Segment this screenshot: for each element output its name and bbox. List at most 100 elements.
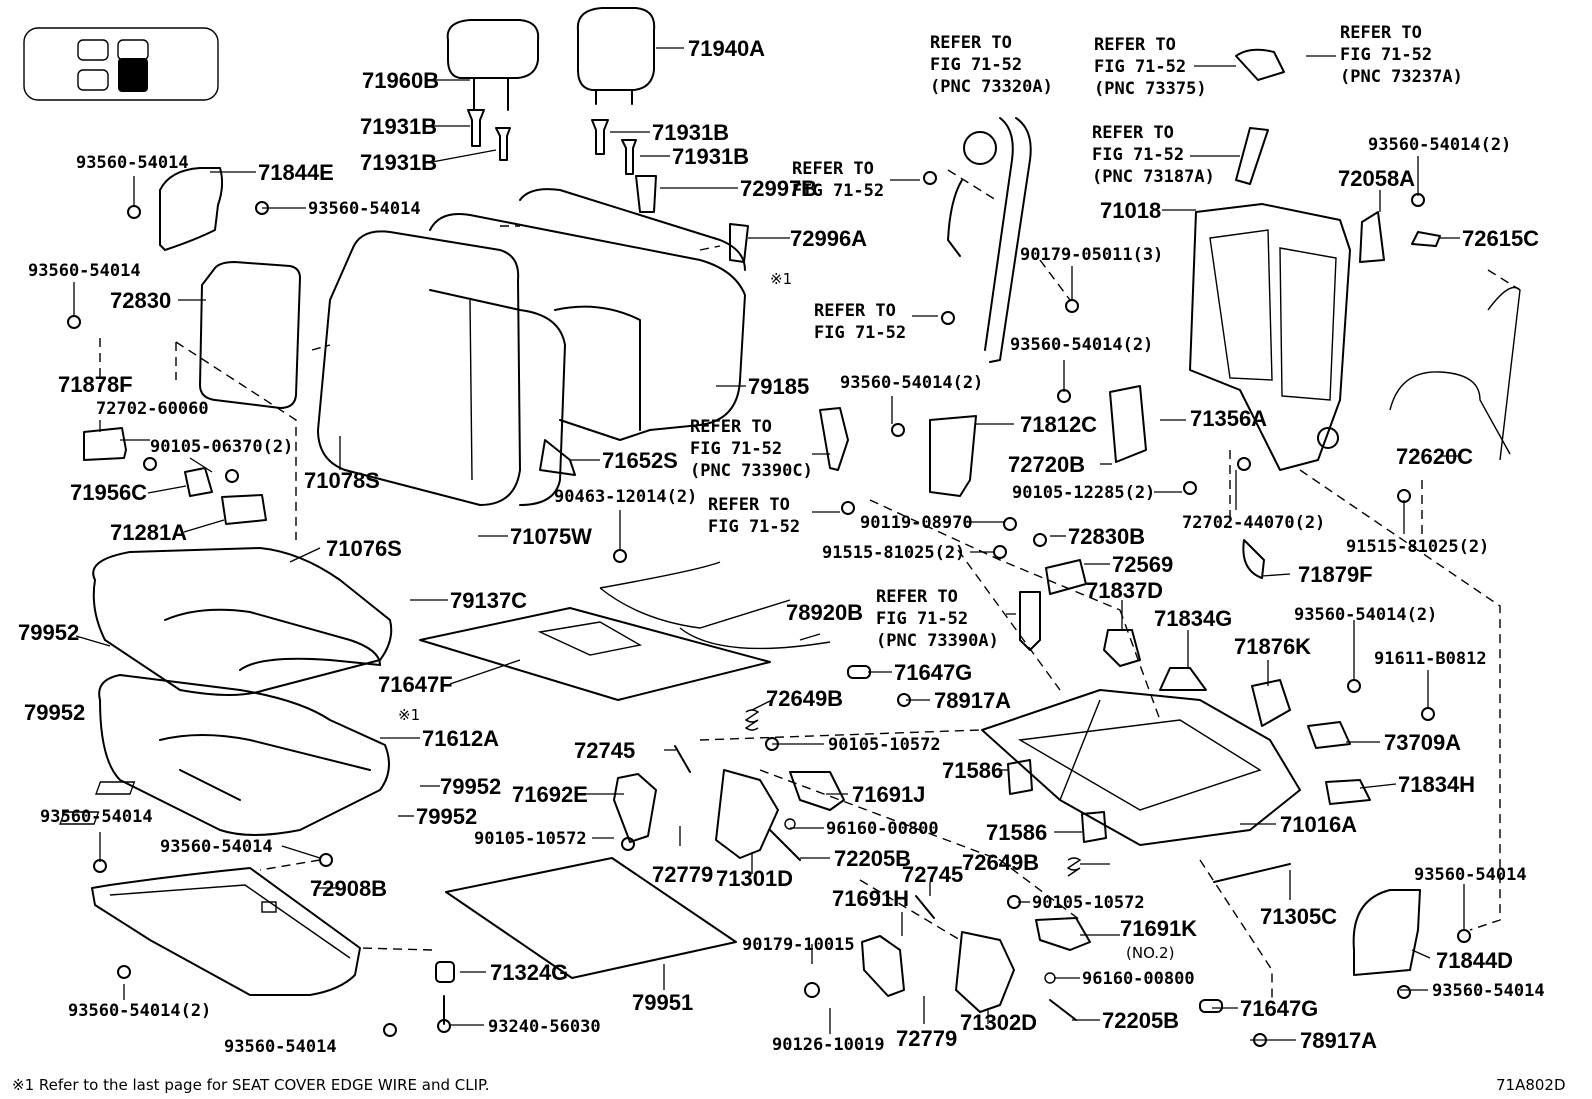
label-72745: 72745 bbox=[574, 738, 635, 763]
refer-to-label: REFER TO bbox=[1340, 23, 1422, 43]
headrest-71960b bbox=[446, 19, 540, 111]
label-71931b: 71931B bbox=[672, 144, 749, 169]
label-72996a: 72996A bbox=[790, 226, 867, 251]
refer-to-label: REFER TO bbox=[814, 301, 896, 321]
pins bbox=[674, 665, 1223, 1021]
refer-to-fig: FIG 71-52 bbox=[930, 55, 1022, 75]
refer-to-label: REFER TO bbox=[876, 587, 958, 607]
label-90463-12014: 90463-12014(2) bbox=[554, 487, 697, 507]
refer-to-label: REFER TO bbox=[1092, 123, 1174, 143]
label-93240-56030: 93240-56030 bbox=[488, 1017, 601, 1037]
hinge-71302d bbox=[955, 931, 1015, 1013]
label-71692e: 71692E bbox=[512, 782, 588, 807]
label-90105-10572: 90105-10572 bbox=[828, 735, 941, 755]
refer-to-fig: FIG 71-52 bbox=[1094, 57, 1186, 77]
brackets-misc bbox=[635, 48, 1441, 843]
refer-to-pnc: (PNC 73237A) bbox=[1340, 67, 1463, 87]
label-71305c: 71305C bbox=[1260, 904, 1337, 929]
label-71956c: 71956C bbox=[70, 480, 147, 505]
label-72649b: 72649B bbox=[962, 850, 1039, 875]
label-72205b: 72205B bbox=[1102, 1008, 1179, 1033]
refer-to-label: REFER TO bbox=[708, 495, 790, 515]
refer-to-pnc: (PNC 73320A) bbox=[930, 77, 1053, 97]
label-72702-60060: 72702-60060 bbox=[96, 399, 209, 419]
refer-to-pnc: (PNC 73375) bbox=[1094, 79, 1207, 99]
label-79185: 79185 bbox=[748, 374, 809, 399]
label-71960b: 71960B bbox=[362, 68, 439, 93]
label-90105-06370: 90105-06370(2) bbox=[150, 437, 293, 457]
hinge-71956c bbox=[184, 467, 213, 497]
seat-belt-assembly bbox=[947, 117, 1032, 363]
stopper-71324g bbox=[435, 961, 455, 1025]
label-91515-81025: 91515-81025(2) bbox=[1346, 537, 1489, 557]
label-71281a: 71281A bbox=[110, 520, 187, 545]
springs bbox=[744, 709, 1082, 877]
label-93560-54014: 93560-54014 bbox=[76, 153, 189, 173]
label-72908b: 72908B bbox=[310, 876, 387, 901]
label-90179-10015: 90179-10015 bbox=[742, 935, 855, 955]
label-93560-54014: 93560-54014 bbox=[28, 261, 141, 281]
label-71844d: 71844D bbox=[1436, 948, 1513, 973]
label-71652s: 71652S bbox=[602, 448, 678, 473]
hinge-71301d bbox=[715, 769, 779, 859]
label-93560-54014-2: 93560-54014(2) bbox=[1368, 135, 1511, 155]
label-71844e: 71844E bbox=[258, 160, 334, 185]
frame-72908b bbox=[91, 867, 361, 996]
cable-72620c bbox=[1389, 286, 1521, 461]
label-71834h: 71834H bbox=[1398, 772, 1475, 797]
refer-to-fig: FIG 71-52 bbox=[1340, 45, 1432, 65]
bracket-71691j bbox=[789, 771, 845, 811]
footnote: ※1 Refer to the last page for SEAT COVER… bbox=[12, 1076, 489, 1094]
mat-79951 bbox=[445, 857, 737, 979]
headrest-71940a bbox=[576, 7, 656, 105]
label-72702-44070: 72702-44070(2) bbox=[1182, 513, 1325, 533]
refer-to-fig: FIG 71-52 bbox=[690, 439, 782, 459]
seat-cushion-71076s bbox=[92, 547, 393, 696]
label-71647g: 71647G bbox=[894, 660, 972, 685]
fasteners bbox=[67, 171, 1471, 1047]
leader-lines bbox=[73, 47, 1465, 1041]
label-71691k: 71691K bbox=[1120, 916, 1197, 941]
refer-to-label: REFER TO bbox=[930, 33, 1012, 53]
label-pads-79952 bbox=[59, 781, 136, 825]
label-71324g: 71324G bbox=[490, 960, 568, 985]
label-71586: 71586 bbox=[942, 758, 1003, 783]
refer-to-fig: FIG 71-52 bbox=[708, 517, 800, 537]
hinge-71281a bbox=[221, 494, 267, 525]
label-96160-00800: 96160-00800 bbox=[826, 819, 939, 839]
label-79952: 79952 bbox=[416, 804, 477, 829]
refer-to-fig: FIG 71-52 bbox=[1092, 145, 1184, 165]
label-73709a: 73709A bbox=[1384, 730, 1461, 755]
label-71691j: 71691J bbox=[852, 782, 925, 807]
label-79952: 79952 bbox=[440, 774, 501, 799]
label-71612a: 71612A bbox=[422, 726, 499, 751]
label-71302d: 71302D bbox=[960, 1010, 1037, 1035]
seat-back-frame-small-71652s bbox=[539, 439, 576, 476]
label-71834g: 71834G bbox=[1154, 606, 1232, 631]
bracket-71878f bbox=[83, 427, 127, 461]
label-90126-10019: 90126-10019 bbox=[772, 1035, 885, 1055]
star-note-marker: ※1 bbox=[398, 706, 420, 724]
refer-to-pnc: (PNC 73390C) bbox=[690, 461, 813, 481]
side-cover-71844e bbox=[159, 167, 224, 251]
buckle-73390a bbox=[1019, 591, 1041, 651]
label-93560-54014: 93560-54014 bbox=[224, 1037, 337, 1057]
label-71356a: 71356A bbox=[1190, 406, 1267, 431]
label-72569: 72569 bbox=[1112, 552, 1173, 577]
label-71931b: 71931B bbox=[360, 114, 437, 139]
label-71016a: 71016A bbox=[1280, 812, 1357, 837]
buckle-73390c bbox=[819, 407, 849, 471]
label-72620c: 72620C bbox=[1396, 444, 1473, 469]
refer-to-fig: FIG 71-52 bbox=[814, 323, 906, 343]
label-79952: 79952 bbox=[24, 700, 85, 725]
recliner-71305c bbox=[1213, 863, 1291, 883]
mat-71647f bbox=[419, 607, 771, 701]
label-71876k: 71876K bbox=[1234, 634, 1311, 659]
seat-locator-icon bbox=[23, 27, 219, 101]
label-71078s: 71078S bbox=[304, 468, 380, 493]
refer-to-label: REFER TO bbox=[1094, 35, 1176, 55]
label-71837d: 71837D bbox=[1086, 578, 1163, 603]
label-72745: 72745 bbox=[902, 862, 963, 887]
label-71076s: 71076S bbox=[326, 536, 402, 561]
